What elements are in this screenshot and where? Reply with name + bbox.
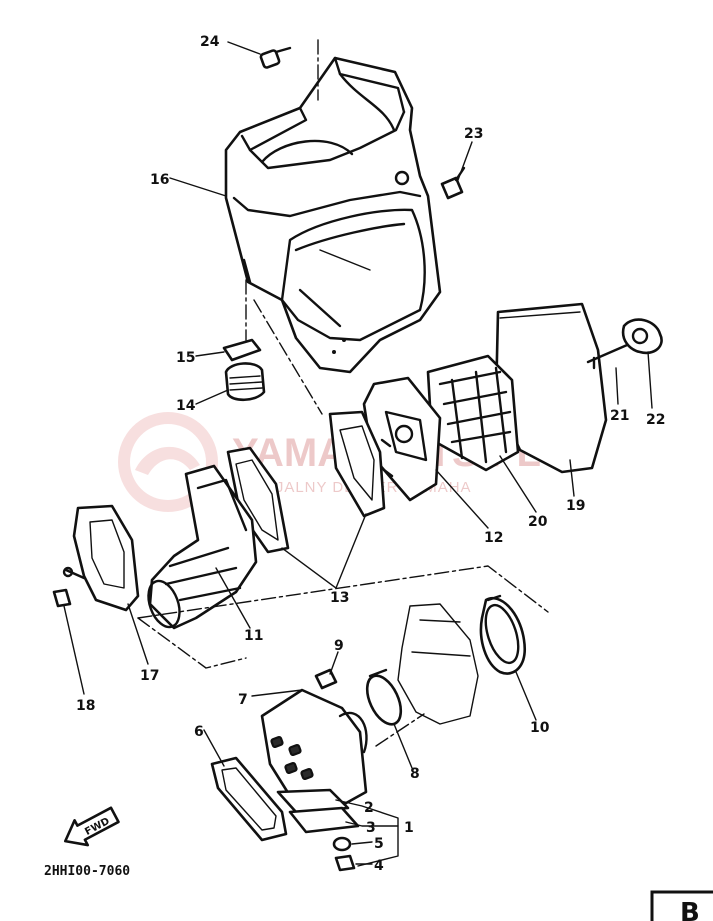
reed-stopper-2 xyxy=(276,788,350,814)
washer-5 xyxy=(332,836,352,852)
bolt-24 xyxy=(259,46,292,69)
label-14: 14 xyxy=(176,398,196,414)
label-3: 3 xyxy=(366,820,376,836)
clamp-8 xyxy=(365,668,403,726)
gasket-15 xyxy=(222,338,262,362)
gasket-6 xyxy=(210,756,288,842)
label-9: 9 xyxy=(334,638,344,654)
label-21: 21 xyxy=(610,408,629,424)
wing-nut-22 xyxy=(621,318,663,355)
label-4: 4 xyxy=(374,858,384,874)
carburetor-outline xyxy=(397,603,479,725)
label-7: 7 xyxy=(238,692,248,708)
leader-lines xyxy=(63,41,653,867)
label-13: 13 xyxy=(330,590,349,606)
label-18: 18 xyxy=(76,698,95,714)
label-24: 24 xyxy=(200,34,220,50)
assembly-frame-lines xyxy=(137,39,549,747)
gasket-13a xyxy=(328,410,386,518)
label-12: 12 xyxy=(484,530,503,546)
label-11: 11 xyxy=(244,628,263,644)
air-box xyxy=(224,56,442,374)
fwd-arrow: FWD xyxy=(63,806,120,847)
label-19: 19 xyxy=(566,498,585,514)
label-17: 17 xyxy=(140,668,159,684)
label-6: 6 xyxy=(194,724,204,740)
screw-4 xyxy=(334,854,356,872)
corner-tag-letter: B xyxy=(680,898,700,921)
label-22: 22 xyxy=(646,412,665,428)
label-1: 1 xyxy=(404,820,414,836)
label-2: 2 xyxy=(364,800,374,816)
drawing-code: 2HHI00-7060 xyxy=(44,864,130,879)
label-5: 5 xyxy=(374,836,384,852)
reed-plate-3 xyxy=(288,806,360,834)
label-15: 15 xyxy=(176,350,195,366)
flange-17 xyxy=(62,504,140,612)
corner-tag: B xyxy=(650,890,713,921)
rubber-seal-14 xyxy=(224,362,266,402)
part-labels: 24 23 16 15 14 21 22 19 20 12 13 11 17 1… xyxy=(76,34,665,874)
label-8: 8 xyxy=(410,766,420,782)
bolt-9 xyxy=(314,668,338,690)
label-20: 20 xyxy=(528,514,548,530)
filter-plate-12 xyxy=(362,376,442,502)
intake-boot-11 xyxy=(147,464,258,630)
bolt-21 xyxy=(586,340,636,370)
clamp-10 xyxy=(479,594,526,675)
label-16: 16 xyxy=(150,172,169,188)
label-23: 23 xyxy=(464,126,483,142)
nut-18 xyxy=(52,588,72,608)
label-10: 10 xyxy=(530,720,550,736)
reed-valve-7 xyxy=(260,688,368,814)
